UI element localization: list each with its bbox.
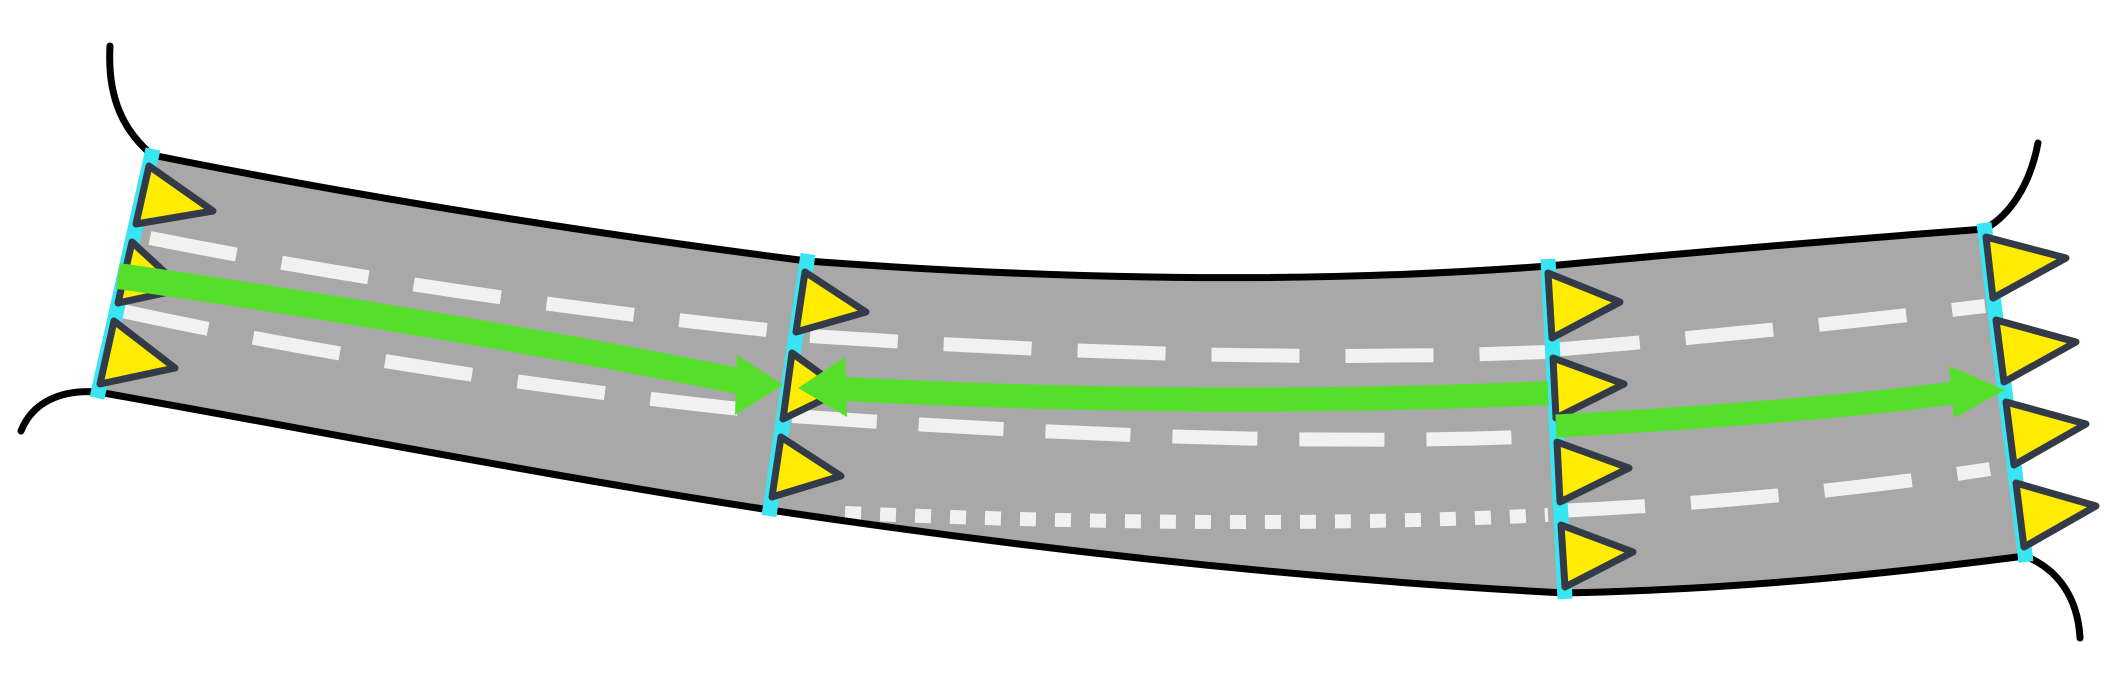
road-surface xyxy=(98,155,2025,593)
lane-marker-right-3 xyxy=(2002,398,2090,469)
lane-marker-left-3 xyxy=(96,317,179,388)
route-arrow-segment-1-rightward-head xyxy=(735,355,783,415)
lane-marker-middle-1 xyxy=(792,268,870,336)
road-top-edge xyxy=(148,151,1989,282)
lane-marker-right-middle-2 xyxy=(1549,354,1628,422)
lane-marker-right-4 xyxy=(2012,479,2100,551)
lane-divider-dotted-forming-lane xyxy=(844,506,1549,530)
route-arrow-segment-2-leftward-shaft xyxy=(843,377,1549,412)
lane-marker-left-1 xyxy=(132,162,217,228)
lane-marker-right-middle-4 xyxy=(1557,521,1637,591)
lane-divider-lower-segment-2 xyxy=(791,409,1549,447)
route-arrow-segment-2-leftward-head xyxy=(798,357,847,417)
lane-divider-upper-segment-1 xyxy=(148,231,807,341)
lane-marker-right-middle-3 xyxy=(1553,438,1633,506)
road-continuation-bottom-right xyxy=(2021,552,2084,642)
lane-divider-bottom-segment-3 xyxy=(1556,462,1992,518)
lane-marker-right-middle-1 xyxy=(1544,269,1624,342)
route-arrow-segment-1-rightward-shaft xyxy=(116,263,742,394)
road-bottom-edge xyxy=(94,388,2029,597)
lane-divider-upper-segment-3 xyxy=(1551,299,1986,357)
road-continuation-bottom-left xyxy=(17,388,102,435)
lane-marker-right-1 xyxy=(1982,233,2070,302)
route-arrow-segment-3-rightward-shaft xyxy=(1555,381,1954,438)
route-arrow-segment-3-rightward-head xyxy=(1949,366,2005,418)
road-continuation-top-left xyxy=(106,42,156,159)
lane-marker-middle-3 xyxy=(768,433,845,501)
lane-divider-lower-segment-1 xyxy=(120,304,789,421)
road-continuation-top-right xyxy=(1981,139,2042,233)
lane-marker-right-2 xyxy=(1992,316,2080,386)
